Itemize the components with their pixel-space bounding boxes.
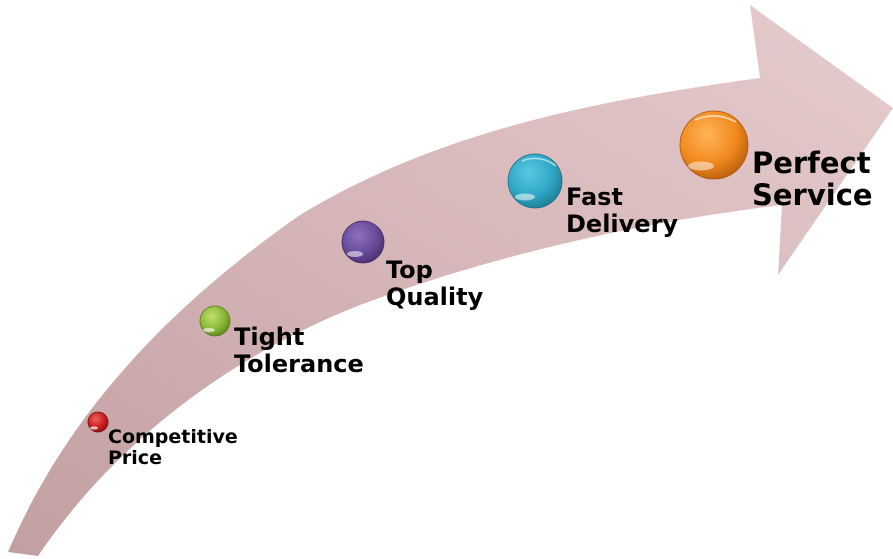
step-label-tight-tolerance: Tight Tolerance <box>234 324 364 378</box>
step-label-line: Price <box>108 447 162 470</box>
step-label-line: Perfect <box>752 146 871 180</box>
step-label-fast-delivery: Fast Delivery <box>566 184 678 238</box>
step-label-line: Service <box>752 178 873 213</box>
arrow-body <box>8 5 893 556</box>
step-label-line: Fast <box>566 183 623 211</box>
step-label-line: Quality <box>386 282 484 311</box>
step-label-line: Top <box>386 256 433 284</box>
purple-sphere-icon <box>341 220 385 264</box>
step-label-top-quality: Top Quality <box>386 257 483 311</box>
step-label-perfect-service: Perfect Service <box>752 147 873 212</box>
red-sphere-icon <box>87 411 109 433</box>
blue-sphere-icon <box>507 153 563 209</box>
step-label-competitive-price: Competitive Price <box>108 426 238 470</box>
step-markers <box>87 110 749 433</box>
orange-sphere-icon <box>679 110 749 180</box>
step-label-line: Tolerance <box>234 349 364 378</box>
green-sphere-icon <box>199 305 231 337</box>
step-label-line: Competitive <box>108 426 238 448</box>
step-label-line: Delivery <box>566 209 679 238</box>
step-label-line: Tight <box>234 323 305 351</box>
